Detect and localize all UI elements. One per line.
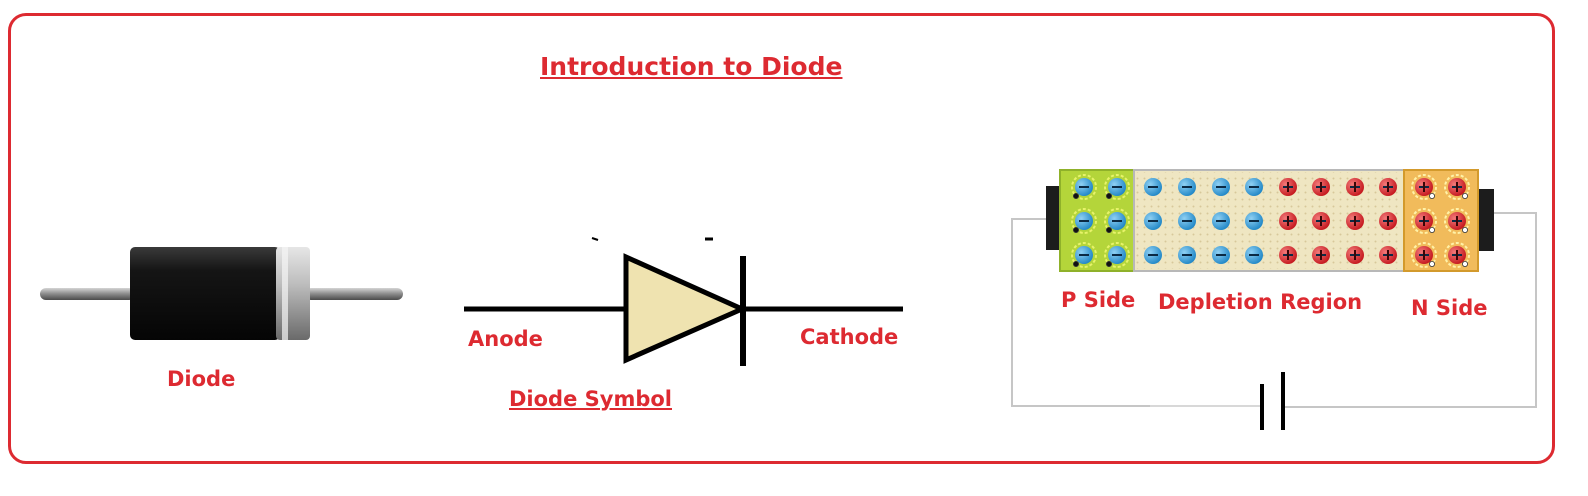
hole-particle bbox=[1312, 212, 1330, 230]
page-title: Introduction to Diode bbox=[540, 52, 843, 81]
diode-lead-left bbox=[40, 288, 135, 300]
circuit-wire bbox=[1011, 218, 1260, 407]
electron-particle bbox=[1104, 242, 1130, 268]
electron-particle bbox=[1245, 178, 1263, 196]
electron-particle bbox=[1212, 246, 1230, 264]
hole-particle bbox=[1312, 246, 1330, 264]
electron-particle bbox=[1212, 178, 1230, 196]
hole-particle bbox=[1312, 178, 1330, 196]
outer-frame bbox=[8, 13, 1555, 464]
n-side-label: N Side bbox=[1411, 296, 1488, 320]
diode-lead-right bbox=[305, 288, 403, 300]
hole-particle bbox=[1379, 212, 1397, 230]
electron-particle bbox=[1071, 174, 1097, 200]
hole-particle bbox=[1346, 212, 1364, 230]
electron-particle bbox=[1245, 212, 1263, 230]
hole-particle bbox=[1411, 242, 1437, 268]
electron-particle bbox=[1144, 178, 1162, 196]
cathode-label: Cathode bbox=[800, 325, 899, 349]
electron-particle bbox=[1144, 212, 1162, 230]
hole-particle bbox=[1279, 212, 1297, 230]
hole-particle bbox=[1444, 242, 1470, 268]
diode-triangle bbox=[623, 253, 749, 364]
electron-particle bbox=[1071, 242, 1097, 268]
circuit-wire-right bbox=[1284, 212, 1537, 408]
hole-particle bbox=[1444, 174, 1470, 200]
p-side-label: P Side bbox=[1061, 288, 1136, 312]
electron-particle bbox=[1071, 208, 1097, 234]
electron-particle bbox=[1212, 212, 1230, 230]
electron-particle bbox=[1245, 246, 1263, 264]
hole-particle bbox=[1411, 208, 1437, 234]
hole-particle bbox=[1346, 178, 1364, 196]
diode-body bbox=[130, 247, 280, 340]
electron-particle bbox=[1178, 178, 1196, 196]
electron-particle bbox=[1178, 246, 1196, 264]
hole-particle bbox=[1444, 208, 1470, 234]
electron-particle bbox=[1178, 212, 1196, 230]
hole-particle bbox=[1411, 174, 1437, 200]
electron-particle bbox=[1144, 246, 1162, 264]
anode-label: Anode bbox=[468, 327, 543, 351]
electron-particle bbox=[1104, 208, 1130, 234]
depletion-region-label: Depletion Region bbox=[1158, 290, 1363, 314]
hole-particle bbox=[1379, 246, 1397, 264]
hole-particle bbox=[1279, 246, 1297, 264]
hole-particle bbox=[1379, 178, 1397, 196]
hole-particle bbox=[1346, 246, 1364, 264]
electron-particle bbox=[1104, 174, 1130, 200]
diode-symbol-caption: Diode Symbol bbox=[509, 387, 672, 411]
hole-particle bbox=[1279, 178, 1297, 196]
diode-label: Diode bbox=[167, 367, 236, 391]
